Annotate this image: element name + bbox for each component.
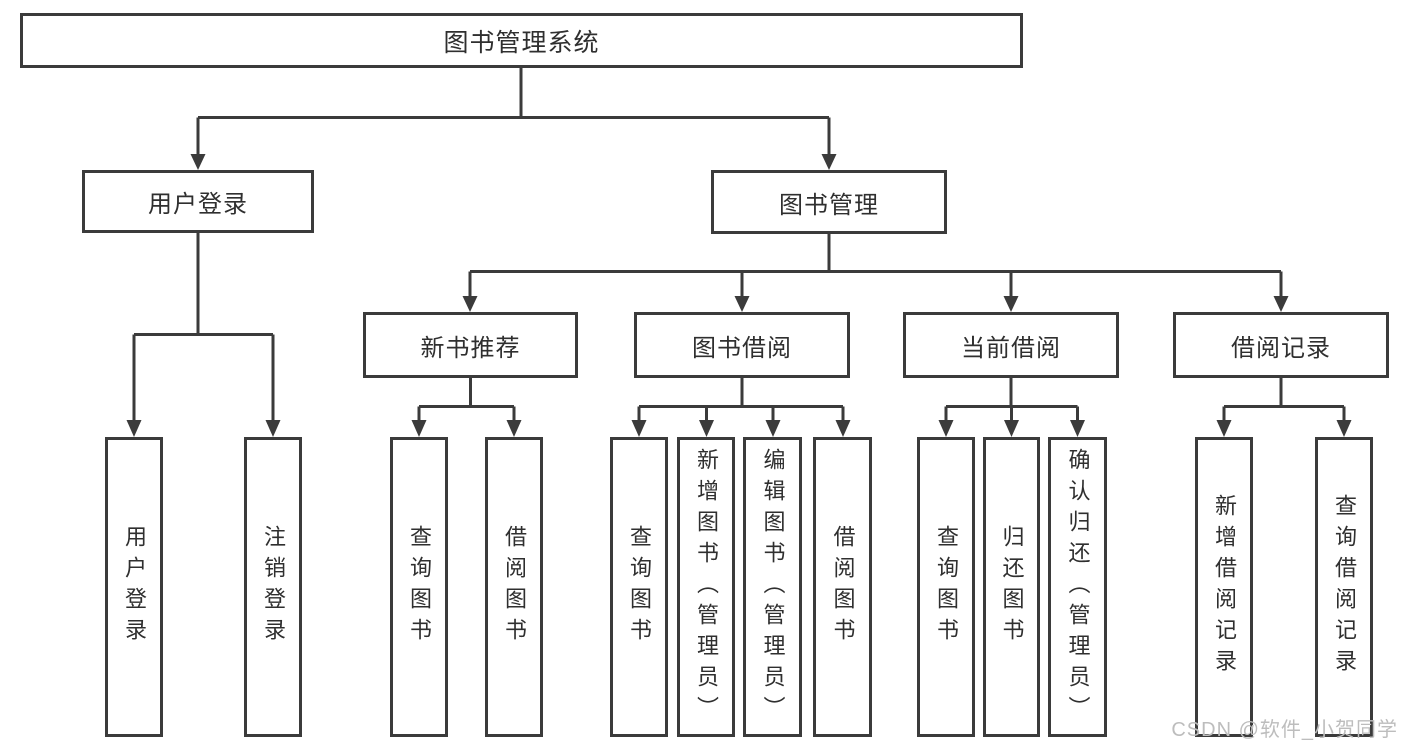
connector-management-to-level3: [468, 234, 1283, 297]
connector-borrow-records-group: [1222, 378, 1346, 421]
node-new-book-recommend: 新书推荐: [363, 312, 578, 378]
arrowhead-leaf-query-3: [938, 420, 954, 437]
arrowhead-current-borrow: [1003, 296, 1019, 312]
arrowhead-leaf-borrow-1: [506, 420, 522, 437]
node-book-borrow: 图书借阅: [634, 312, 850, 378]
leaf-query-books-current: 查询图书: [917, 437, 975, 737]
arrowhead-leaf-query-record: [1336, 420, 1352, 437]
leaf-query-books-recommend: 查询图书: [390, 437, 448, 737]
connector-new-book-group: [417, 378, 516, 421]
arrowhead-leaf-confirm-return: [1070, 420, 1085, 437]
arrowhead-leaf-return: [1004, 420, 1019, 437]
node-library-system: 图书管理系统: [20, 13, 1023, 68]
arrowhead-leaf-edit-book: [765, 420, 781, 437]
leaf-borrow-books: 借阅图书: [813, 437, 872, 737]
node-user-login: 用户登录: [82, 170, 314, 233]
connector-current-borrow-group: [944, 378, 1079, 421]
arrowhead-leaf-logout: [265, 420, 281, 437]
node-book-management: 图书管理: [711, 170, 947, 234]
arrowhead-leaf-query-1: [411, 420, 427, 437]
leaf-query-borrow-record: 查询借阅记录: [1315, 437, 1373, 737]
leaf-confirm-return-admin: 确认归还（管理员）: [1048, 437, 1107, 737]
arrowhead-borrow-records: [1273, 296, 1289, 312]
leaf-add-borrow-record: 新增借阅记录: [1195, 437, 1253, 737]
leaf-edit-book-admin: 编辑图书（管理员）: [743, 437, 802, 737]
leaf-add-book-admin: 新增图书（管理员）: [677, 437, 735, 737]
arrowhead-leaf-borrow-2: [835, 420, 851, 437]
csdn-watermark: CSDN @软件_小贺同学: [1171, 719, 1398, 741]
arrowhead-leaf-add-record: [1216, 420, 1232, 437]
leaf-query-books-borrow: 查询图书: [610, 437, 668, 737]
arrowhead-leaf-query-2: [631, 420, 647, 437]
leaf-return-books: 归还图书: [983, 437, 1040, 737]
arrowhead-leaf-add-book: [699, 420, 714, 437]
arrowhead-new-book: [462, 296, 478, 312]
connector-user-login-group: [132, 233, 275, 421]
leaf-user-login: 用户登录: [105, 437, 163, 737]
leaf-borrow-books-recommend: 借阅图书: [485, 437, 543, 737]
arrowhead-book-management: [821, 154, 837, 170]
node-current-borrow: 当前借阅: [903, 312, 1119, 378]
connector-book-borrow-group: [637, 378, 845, 421]
connector-root-to-level2: [196, 68, 831, 155]
arrowhead-user-login: [190, 154, 206, 170]
arrowhead-book-borrow: [734, 296, 750, 312]
node-borrow-records: 借阅记录: [1173, 312, 1389, 378]
leaf-logout: 注销登录: [244, 437, 302, 737]
arrowhead-leaf-login: [126, 420, 142, 437]
